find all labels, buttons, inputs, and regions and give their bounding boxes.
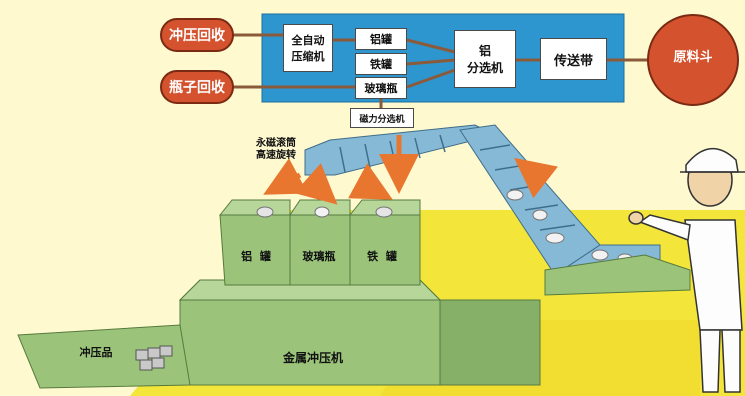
output-tray	[17, 324, 191, 389]
bottle-recycle-label: 瓶子回收	[169, 80, 225, 96]
arrow-to-aluminum-bin	[263, 158, 308, 195]
bottle-recycle-node: 瓶子回收	[160, 70, 234, 104]
glass-output-box: 玻璃瓶	[355, 77, 407, 99]
hopper-tray	[544, 254, 691, 296]
compressor-label: 全自动 压缩机	[291, 34, 325, 63]
arrow-to-glass-bin	[294, 163, 338, 205]
iron-output-label: 铁罐	[370, 58, 392, 71]
press-side	[439, 299, 541, 386]
iron-bin-label: 铁 罐	[367, 250, 397, 263]
stamped-blocks	[135, 345, 173, 371]
aluminum-bin-label: 铝 罐	[241, 250, 271, 263]
aluminum-sorter-box: 铝 分选机	[454, 30, 516, 88]
connector-4	[406, 38, 456, 54]
glass-bin-label: 玻璃瓶	[302, 250, 336, 263]
conveyor-label: 传送带	[553, 53, 593, 69]
aluminum-sorter-label: 铝 分选机	[466, 44, 503, 75]
glass-output-label: 玻璃瓶	[364, 82, 398, 95]
worker-figure	[628, 147, 745, 393]
magnetic-sorter-box: 磁力分选机	[350, 108, 414, 128]
magnetic-sorter-label: 磁力分选机	[359, 114, 405, 125]
arrow-to-iron-bin	[348, 163, 393, 200]
conveyor-box: 传送带	[540, 38, 607, 80]
compressor-box: 全自动 压缩机	[283, 24, 333, 72]
stamped-product-label: 冲压品	[79, 346, 113, 359]
stamped-recycle-label: 冲压回收	[169, 28, 225, 44]
stamped-recycle-node: 冲压回收	[160, 18, 234, 52]
connector-5	[406, 58, 456, 66]
hopper-circle	[647, 14, 739, 106]
arrow-up-belt	[514, 157, 558, 199]
hopper-label: 原料斗	[673, 50, 713, 65]
iron-output-box: 铁罐	[355, 53, 407, 75]
press-machine-label: 金属冲压机	[282, 351, 343, 365]
bins	[218, 199, 421, 286]
connector-6	[406, 68, 456, 89]
drum-label: 永磁滚筒 高速旋转	[256, 138, 296, 161]
aluminum-output-label: 铝罐	[370, 33, 392, 46]
aluminum-output-box: 铝罐	[355, 28, 407, 50]
